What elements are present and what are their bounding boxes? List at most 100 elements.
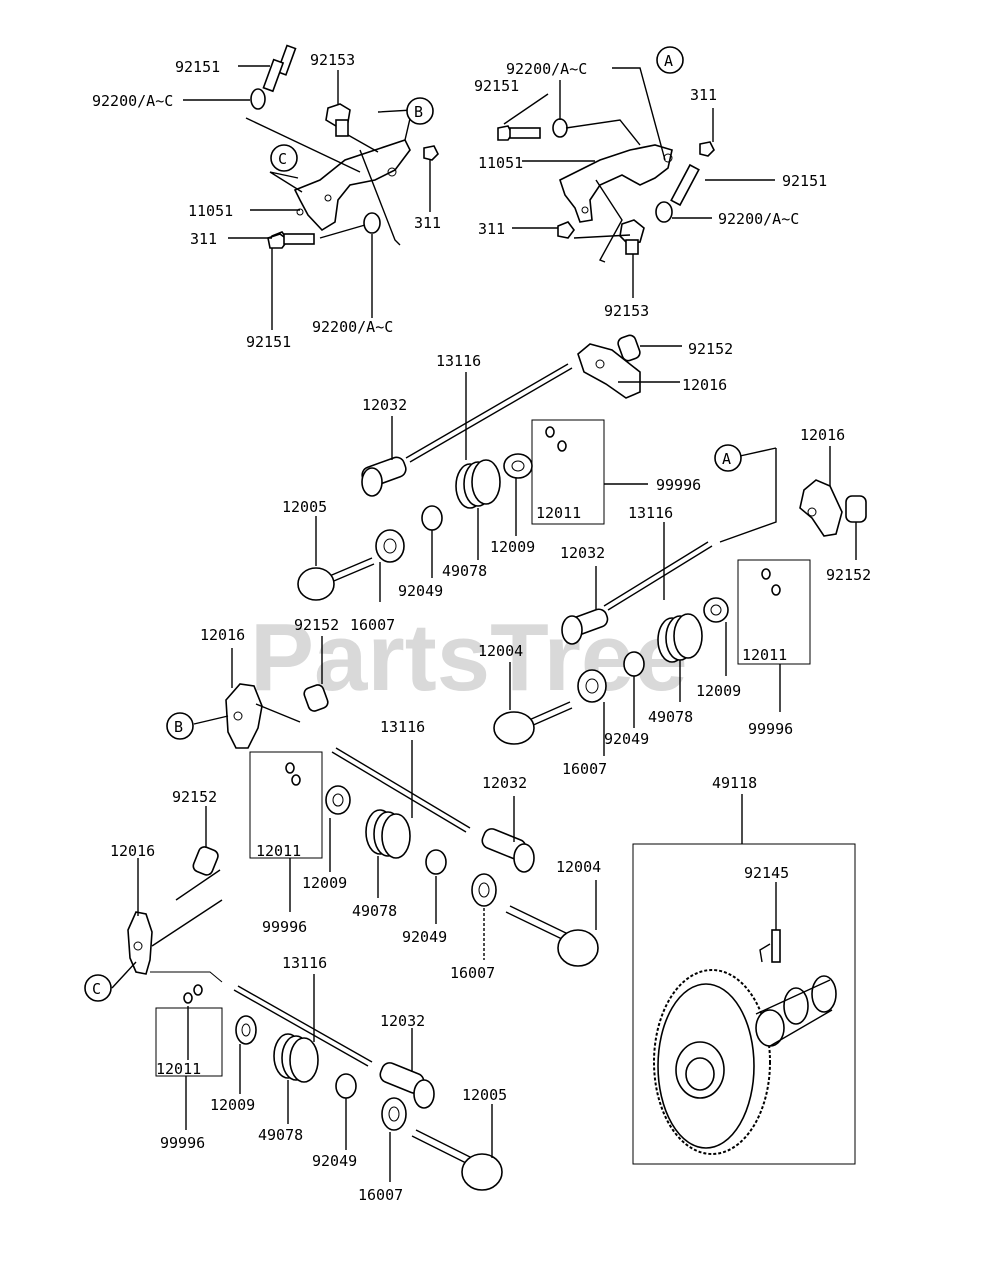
rocker-arm-12016-1 <box>577 343 641 399</box>
label-49118: 49118 <box>712 774 757 792</box>
washer-92200-top-right <box>552 118 568 138</box>
collet-12011-4 <box>183 984 203 1004</box>
svg-text:A: A <box>664 52 673 70</box>
label-92151: 92151 <box>782 172 827 190</box>
svg-text:A: A <box>722 450 731 468</box>
label-92049: 92049 <box>398 582 443 600</box>
label-92200: 92200/A~C <box>718 210 799 228</box>
washer-16007-2 <box>577 669 607 703</box>
washer-92200-bottom-left <box>363 212 381 234</box>
camshaft-inset-box <box>632 843 856 1165</box>
label-12004: 12004 <box>478 642 523 660</box>
bracket-group-left <box>183 44 439 330</box>
label-311: 311 <box>690 86 717 104</box>
svg-text:C: C <box>92 980 101 998</box>
label-12032: 12032 <box>560 544 605 562</box>
label-99996: 99996 <box>262 918 307 936</box>
label-49078: 49078 <box>352 902 397 920</box>
label-12016: 12016 <box>800 426 845 444</box>
label-311: 311 <box>478 220 505 238</box>
callout-a-top: A <box>656 46 684 74</box>
label-92152: 92152 <box>688 340 733 358</box>
rocker-arm-12016-3 <box>225 683 263 749</box>
rocker-assembly-1 <box>297 334 682 602</box>
label-13116: 13116 <box>436 352 481 370</box>
label-92152: 92152 <box>826 566 871 584</box>
seal-92049-3 <box>425 849 447 875</box>
callout-b-mid: B <box>166 712 194 740</box>
bolt-92151-mid-right <box>670 163 700 207</box>
pin-92145 <box>759 929 781 963</box>
label-92153: 92153 <box>310 51 355 69</box>
label-12004: 12004 <box>556 858 601 876</box>
bracket-11051-left <box>293 139 411 232</box>
collet-12011-1 <box>545 426 567 452</box>
nut-311-right <box>423 145 439 161</box>
label-311: 311 <box>414 214 441 232</box>
svg-text:C: C <box>278 150 287 168</box>
svg-text:B: B <box>174 718 183 736</box>
label-92049: 92049 <box>402 928 447 946</box>
spring-49078-2 <box>657 613 703 663</box>
label-92200: 92200/A~C <box>92 92 173 110</box>
washer-92200-top-left <box>250 88 266 110</box>
washer-16007-1 <box>375 529 405 563</box>
label-13116: 13116 <box>380 718 425 736</box>
label-16007: 16007 <box>562 760 607 778</box>
washer-92200-mid-right <box>655 201 673 223</box>
label-92145: 92145 <box>744 864 789 882</box>
retainer-12009-3 <box>325 785 351 815</box>
camshaft-assembly-49118 <box>632 794 856 1165</box>
washer-16007-4 <box>381 1097 407 1131</box>
rocker-assembly-4 <box>111 806 503 1191</box>
label-13116: 13116 <box>282 954 327 972</box>
label-13116: 13116 <box>628 504 673 522</box>
retainer-12009-4 <box>235 1015 257 1045</box>
callout-c-top: C <box>270 144 298 172</box>
bolt-92153-right <box>619 219 645 255</box>
label-12011: 12011 <box>256 842 301 860</box>
label-99996: 99996 <box>748 720 793 738</box>
seal-92049-2 <box>623 651 645 677</box>
label-12011: 12011 <box>536 504 581 522</box>
label-11051: 11051 <box>478 154 523 172</box>
valve-12004-2 <box>505 905 599 967</box>
label-12011: 12011 <box>742 646 787 664</box>
rocker-arm-12016-4 <box>127 911 153 975</box>
label-12009: 12009 <box>490 538 535 556</box>
seal-92049-1 <box>421 505 443 531</box>
label-92151: 92151 <box>175 58 220 76</box>
svg-text:B: B <box>414 103 423 121</box>
rocker-assembly-2 <box>493 446 867 756</box>
retainer-12009-2 <box>703 597 729 623</box>
label-92049: 92049 <box>312 1152 357 1170</box>
label-92152: 92152 <box>172 788 217 806</box>
label-11051: 11051 <box>188 202 233 220</box>
pivot-92152-1 <box>617 334 641 362</box>
retainer-12009-1 <box>503 453 533 479</box>
pivot-92152-4 <box>192 846 219 876</box>
collet-12011-3 <box>285 762 301 786</box>
label-12009: 12009 <box>210 1096 255 1114</box>
spring-49078-3 <box>365 809 411 859</box>
label-99996: 99996 <box>656 476 701 494</box>
label-92151: 92151 <box>474 77 519 95</box>
pivot-92152-2 <box>845 495 867 523</box>
bracket-11051-right <box>559 144 673 223</box>
camshaft-lobes <box>755 975 837 1047</box>
bracket-group-right <box>497 67 775 298</box>
spring-49078-4 <box>273 1033 319 1083</box>
label-92153: 92153 <box>604 302 649 320</box>
label-12032: 12032 <box>482 774 527 792</box>
valve-12005-1 <box>297 557 375 601</box>
label-92151: 92151 <box>246 333 291 351</box>
callout-a-mid: A <box>714 444 742 472</box>
label-12011: 12011 <box>156 1060 201 1078</box>
callout-c-bottom: C <box>84 974 112 1002</box>
valve-12005-2 <box>411 1129 503 1191</box>
label-16007: 16007 <box>358 1186 403 1204</box>
label-12016: 12016 <box>110 842 155 860</box>
label-12016: 12016 <box>200 626 245 644</box>
label-12005: 12005 <box>282 498 327 516</box>
bolt-92151-top-right <box>497 125 541 141</box>
